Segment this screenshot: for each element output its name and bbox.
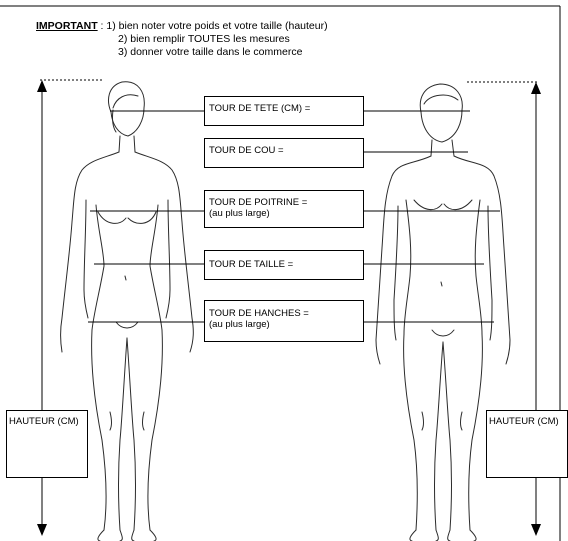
neck-measure-label: TOUR DE COU = bbox=[209, 145, 284, 156]
head-measure-box: TOUR DE TETE (CM) = bbox=[204, 96, 364, 126]
hips-measure-label: TOUR DE HANCHES = bbox=[209, 308, 359, 319]
right-height-box: HAUTEUR (CM) bbox=[486, 410, 568, 478]
waist-measure-label: TOUR DE TAILLE = bbox=[209, 259, 293, 270]
instruction-1: 1) bien noter votre poids et votre taill… bbox=[106, 20, 327, 32]
left-height-label: HAUTEUR (CM) bbox=[9, 416, 79, 427]
neck-measure-box: TOUR DE COU = bbox=[204, 138, 364, 168]
waist-measure-box: TOUR DE TAILLE = bbox=[204, 250, 364, 280]
hips-measure-note: (au plus large) bbox=[209, 319, 359, 330]
right-height-label: HAUTEUR (CM) bbox=[489, 416, 559, 427]
left-height-box: HAUTEUR (CM) bbox=[6, 410, 88, 478]
important-label: IMPORTANT bbox=[36, 20, 98, 32]
important-heading: IMPORTANT : 1) bien noter votre poids et… bbox=[36, 20, 328, 33]
chest-measure-note: (au plus large) bbox=[209, 208, 359, 219]
instruction-2: 2) bien remplir TOUTES les mesures bbox=[118, 33, 290, 46]
instruction-3: 3) donner votre taille dans le commerce bbox=[118, 46, 302, 59]
hips-measure-box: TOUR DE HANCHES = (au plus large) bbox=[204, 300, 364, 342]
head-measure-label: TOUR DE TETE (CM) = bbox=[209, 103, 310, 114]
chest-measure-box: TOUR DE POITRINE = (au plus large) bbox=[204, 190, 364, 228]
chest-measure-label: TOUR DE POITRINE = bbox=[209, 197, 359, 208]
